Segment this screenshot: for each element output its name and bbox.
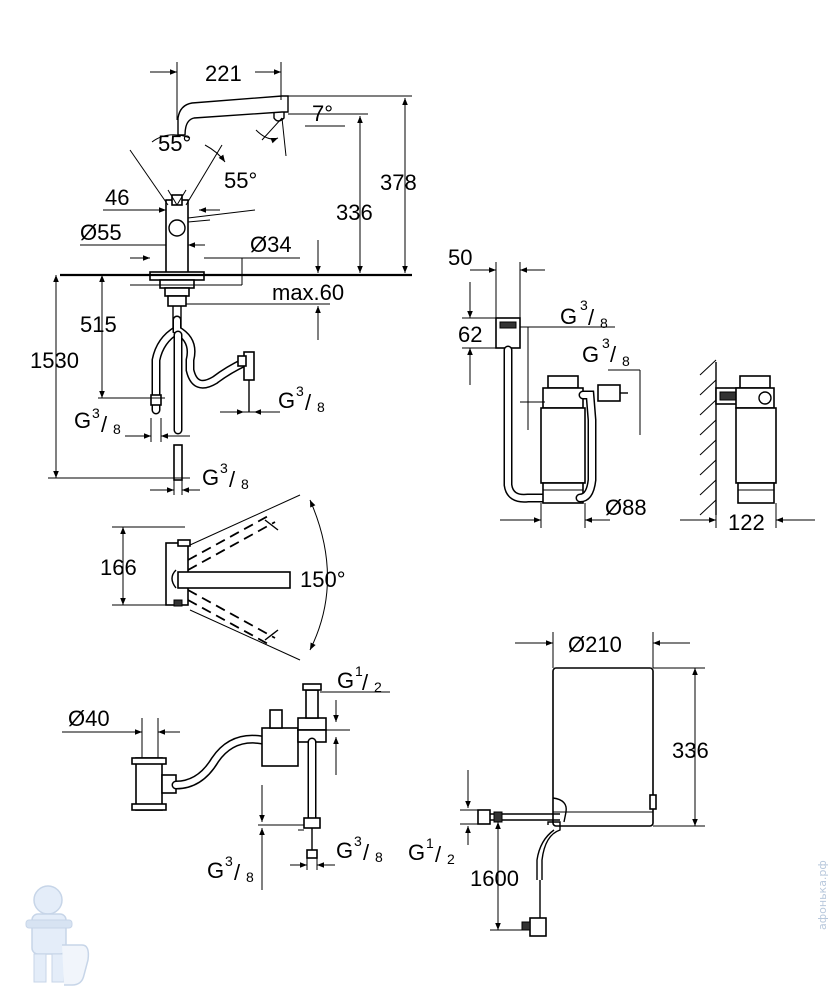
thread-a-num: 3 <box>580 297 588 313</box>
filter-cartridge <box>540 407 586 484</box>
thread-a-base: G <box>560 304 577 329</box>
dim-hole-diameter: Ø34 <box>250 232 292 257</box>
dim-boiler-diameter: Ø210 <box>568 632 622 657</box>
dim-spout-reach: 221 <box>205 61 242 86</box>
lever-pivot <box>168 219 186 237</box>
swivel-top-view: 150° 166 <box>100 494 346 661</box>
thread-valve-left-den: 8 <box>246 869 254 885</box>
faucet-side-view <box>60 95 412 481</box>
dim-body-diameter: Ø55 <box>80 220 122 245</box>
faucet-dimensions: 221 7° 378 336 55° 55° 46 Ø55 Ø34 max.60… <box>30 61 417 495</box>
dim-spout-angle: 7° <box>312 101 333 126</box>
thread-bottom-den: 8 <box>241 476 249 492</box>
faucet-body <box>165 199 189 279</box>
valve-assembly <box>131 683 327 859</box>
svg-text:/: / <box>362 670 369 695</box>
watermark-text: афонька.рф <box>816 860 829 930</box>
svg-text:/: / <box>234 860 241 885</box>
svg-text:/: / <box>610 342 617 367</box>
thread-bottom-base: G <box>202 465 219 490</box>
thread-a-den: 8 <box>600 315 608 331</box>
swivel-spout <box>177 571 291 589</box>
thread-right-base: G <box>278 388 295 413</box>
thread-valve-left-num: 3 <box>225 853 233 869</box>
filter-dimensions: 50 62 G 3 / 8 G 3 / 8 Ø88 <box>448 245 647 528</box>
dim-head-height: 62 <box>458 322 482 347</box>
boiler-tank <box>552 667 654 827</box>
dim-filter-diameter: Ø88 <box>605 495 647 520</box>
thread-top-num: 1 <box>355 663 363 679</box>
dim-hose-length: 1530 <box>30 348 79 373</box>
thread-b-den: 8 <box>622 353 630 369</box>
drain-pipe <box>135 757 163 811</box>
dim-swivel-angle: 150° <box>300 567 346 592</box>
thread-left-den: 8 <box>113 421 121 437</box>
boiler-view <box>477 667 657 937</box>
valve-body <box>261 727 299 767</box>
thread-boiler-base: G <box>408 840 425 865</box>
dim-swivel-height: 166 <box>100 555 137 580</box>
filter-wall-view: 122 <box>680 359 815 535</box>
thread-left-base: G <box>74 408 91 433</box>
dim-height-total: 378 <box>380 170 417 195</box>
thread-b-num: 3 <box>602 335 610 351</box>
dim-lever-angle-b: 55° <box>224 168 257 193</box>
thread-boiler-den: 2 <box>447 851 455 867</box>
thread-bottom-num: 3 <box>220 460 228 476</box>
thread-valve-right-base: G <box>336 838 353 863</box>
filter-front-view <box>495 317 628 504</box>
svg-text:/: / <box>101 412 108 437</box>
thread-left-num: 3 <box>92 405 100 421</box>
dim-boiler-height: 336 <box>672 738 709 763</box>
dim-shank-length: 515 <box>80 312 117 337</box>
svg-text:/: / <box>435 842 442 867</box>
thread-top-den: 2 <box>374 679 382 695</box>
dim-lever-offset: 46 <box>105 185 129 210</box>
thread-b-base: G <box>582 342 599 367</box>
valve-dimensions: Ø40 G 1 / 2 G 3 / 8 G 3 / 8 <box>62 663 390 890</box>
thread-right-num: 3 <box>296 383 304 399</box>
boiler-dimensions: Ø210 336 G 1 / 2 1600 <box>408 632 709 931</box>
thread-valve-right-num: 3 <box>354 833 362 849</box>
dim-wall-depth: 122 <box>728 510 765 535</box>
dim-cable-length: 1600 <box>470 866 519 891</box>
plumber-mascot-logo <box>25 885 90 986</box>
dim-max-thickness: max.60 <box>272 280 344 305</box>
svg-text:/: / <box>588 305 595 330</box>
dim-height-spout: 336 <box>336 200 373 225</box>
thread-boiler-num: 1 <box>426 835 434 851</box>
thread-top-base: G <box>337 668 354 693</box>
dim-head-width: 50 <box>448 245 472 270</box>
svg-text:/: / <box>363 840 370 865</box>
svg-text:/: / <box>229 467 236 492</box>
thread-right-den: 8 <box>317 399 325 415</box>
thread-valve-right-den: 8 <box>375 849 383 865</box>
thread-valve-left-base: G <box>207 858 224 883</box>
svg-text:/: / <box>305 390 312 415</box>
dim-pipe-diameter: Ø40 <box>68 706 110 731</box>
